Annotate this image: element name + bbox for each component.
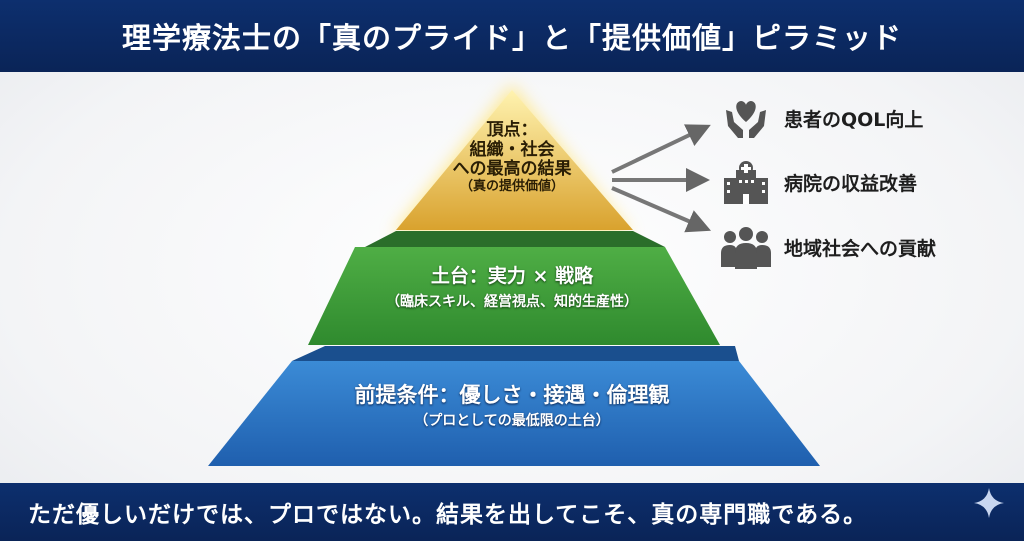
outcome-label: 地域社会への貢献 [784, 237, 937, 260]
arrow-to-qol [611, 124, 711, 174]
page-title-bar: 理学療法士の「真のプライド」と「提供価値」ピラミッド [0, 0, 1024, 72]
middle-tier-top-face [365, 231, 665, 247]
top-tier-line2: 組織・社会 [469, 139, 555, 160]
top-tier-sub: （真の提供価値） [459, 178, 564, 194]
middle-tier-label: 土台：実力 × 戦略 （臨床スキル、経営視点、知的生産性） [330, 265, 694, 310]
bottom-tier-title: 前提条件：優しさ・接遇・倫理観 [354, 383, 670, 407]
middle-tier-sub: （臨床スキル、経営視点、知的生産性） [386, 293, 638, 310]
pyramid-bottom-tier [208, 361, 820, 466]
top-tier-line3: への最高の結果 [452, 159, 572, 180]
heart-hands-icon [726, 101, 766, 138]
footer-banner: ただ優しいだけでは、プロではない。結果を出してこそ、真の専門職である。 [0, 483, 1024, 541]
pyramid-top-tier [396, 90, 633, 230]
middle-tier-title: 土台：実力 × 戦略 [430, 265, 594, 287]
top-tier-line1: 頂点： [486, 120, 538, 140]
top-tier-label: 頂点： 組織・社会 への最高の結果 （真の提供価値） [412, 120, 612, 195]
bottom-tier-sub: （プロとしての最低限の土台） [414, 413, 610, 430]
bottom-tier-top-face [292, 346, 739, 361]
pyramid-middle-tier [308, 247, 720, 345]
outcome-qol: 患者のQOL向上 [720, 96, 923, 140]
page-title: 理学療法士の「真のプライド」と「提供価値」ピラミッド [121, 21, 902, 55]
footer-message: ただ優しいだけでは、プロではない。結果を出してこそ、真の専門職である。 [28, 502, 868, 528]
outcome-community: 地域社会への貢献 [720, 225, 936, 269]
arrow-to-community [611, 186, 712, 233]
hospital-icon [724, 161, 768, 204]
sparkle-icon [974, 488, 1004, 518]
outcome-hospital: 病院の収益改善 [720, 160, 917, 204]
people-icon [721, 227, 771, 269]
outcome-label: 病院の収益改善 [784, 172, 918, 195]
bottom-tier-label: 前提条件：優しさ・接遇・倫理観 （プロとしての最低限の土台） [250, 383, 774, 429]
outcome-label: 患者のQOL向上 [784, 108, 924, 131]
